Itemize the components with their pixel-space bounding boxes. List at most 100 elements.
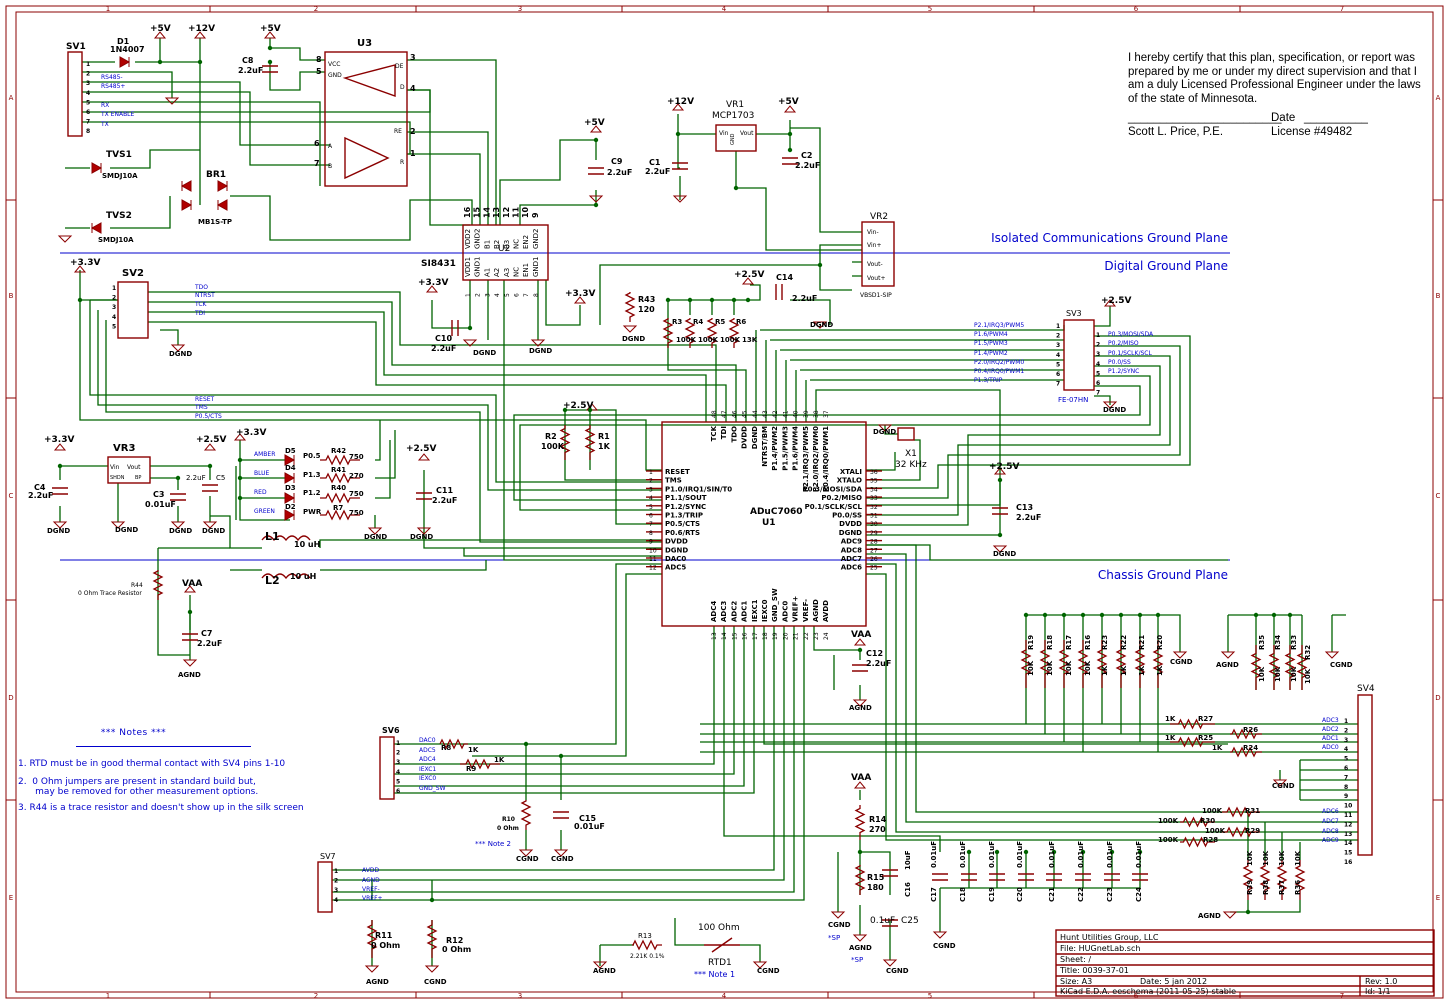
component-label: C10	[435, 334, 452, 343]
component-label: 2.2uF	[792, 294, 817, 303]
diodes	[90, 56, 296, 521]
component-label: C2	[801, 151, 812, 160]
u1-pin-name: P1.0/IRQ1/SIN/T0	[665, 485, 732, 493]
wire-48	[1300, 759, 1358, 801]
ground-symbol	[622, 325, 638, 333]
tb-file: File: HUGnetLab.sch	[1060, 944, 1140, 953]
component-label: VR2	[870, 212, 888, 222]
component-label: SV6	[382, 726, 400, 735]
ground-symbol	[110, 521, 126, 529]
capacitor	[553, 811, 569, 819]
wire-12	[79, 270, 662, 471]
u1-pin-name: DVDD	[741, 426, 749, 449]
resistor	[320, 509, 360, 521]
component-label: 100 Ohm	[698, 923, 740, 933]
component-value: R21	[1138, 635, 1146, 650]
resistor	[1296, 645, 1308, 690]
component-label: R15	[867, 873, 885, 882]
u1-pin-name: TCK	[710, 425, 718, 441]
junction-dot	[175, 475, 181, 481]
u1-pin-name: IEXC1	[751, 599, 759, 622]
component-label: VAA	[851, 773, 871, 783]
u1-pin-number: 13	[711, 632, 718, 640]
u1-pin-number: 33	[870, 495, 878, 502]
ground-label: CGND	[933, 942, 956, 950]
capacitor	[672, 162, 688, 170]
diode	[284, 454, 296, 466]
component-label: SI8431	[421, 259, 456, 269]
label: SHDN	[110, 475, 125, 481]
power-symbol	[193, 31, 207, 39]
component-value: R40	[331, 484, 346, 492]
component-value: 100K	[1202, 807, 1223, 815]
u1-pin-number: 43	[762, 410, 769, 418]
ground-label: DGND	[202, 527, 225, 535]
u1-pin-name: ADC2	[730, 601, 738, 622]
junction-dot	[1023, 849, 1029, 855]
component-value: 270	[349, 472, 364, 480]
component-value: 10K	[1304, 668, 1312, 684]
component-label: *** Note 2	[475, 840, 511, 848]
sv4-pin-number: 12	[1344, 821, 1352, 828]
wire-18	[760, 299, 1065, 361]
u1-pin-name: P2.0/IRQ2/PWM0	[812, 426, 820, 492]
frame-row-label: C	[9, 492, 14, 500]
component-value: 10K	[1274, 666, 1282, 682]
component-label: +5V	[584, 118, 605, 128]
junction-dot	[1080, 612, 1086, 618]
wire-15	[89, 299, 662, 491]
ground-label: AGND	[849, 704, 872, 712]
net-label: P2.1/IRQ3/PWM5	[974, 322, 1024, 329]
resistor	[1077, 640, 1089, 688]
component-label: +12V	[667, 97, 694, 107]
wire-19	[755, 330, 1064, 422]
sv4-pin-number: 2	[1344, 727, 1348, 734]
junction-dot	[709, 297, 715, 303]
ground-label: DGND	[873, 428, 896, 436]
net-label: ADC4	[419, 756, 436, 763]
label: Vout	[127, 464, 141, 471]
u1-pin-name: VREF+	[792, 596, 800, 622]
component-value: C17	[930, 887, 938, 902]
net-label: TCK	[194, 301, 208, 308]
component-label: VR3	[113, 443, 135, 454]
capacitor	[262, 65, 278, 73]
power-symbol	[263, 31, 277, 39]
u1-pin-name: P0.0/SS	[832, 512, 862, 520]
u1-pin-name: ADC3	[720, 601, 728, 622]
component-value: D4	[285, 464, 296, 472]
power-symbol	[417, 453, 431, 461]
junction-dot	[523, 741, 529, 747]
sv3-pin-number: 7	[1056, 381, 1060, 388]
component-label: +5V	[260, 24, 281, 34]
junction-dot	[57, 463, 63, 469]
resistor	[1115, 640, 1127, 688]
diode	[180, 180, 192, 192]
power-symbol	[425, 285, 439, 293]
capacitor	[932, 873, 948, 881]
component-value: R31	[1245, 807, 1260, 815]
component-value: 0.01uF	[1106, 841, 1114, 868]
u1-pin-number: 21	[793, 632, 800, 640]
resistor	[1242, 860, 1254, 900]
component-value: R32	[1304, 645, 1312, 660]
wire-41	[866, 553, 1358, 841]
component-label: 120	[638, 305, 655, 314]
component-label: R2	[545, 432, 557, 441]
wire-17	[667, 284, 761, 422]
u2-pin-number: 11	[512, 206, 521, 218]
component-value: 0.01uF	[1016, 841, 1024, 868]
junction-dot	[857, 647, 863, 653]
wire-28	[423, 470, 662, 557]
wire-51	[1230, 900, 1301, 913]
component-label: 2.21K 0.1%	[630, 953, 665, 960]
component-value: R4	[693, 318, 703, 326]
components	[67, 51, 1435, 997]
u2-pin-number: 2	[475, 293, 482, 297]
u3-pin-name: GND	[328, 72, 342, 79]
ground-symbol	[992, 545, 1008, 553]
ground-label: DGND	[169, 527, 192, 535]
component-label: MB1S-TP	[198, 218, 232, 226]
resistor	[1096, 640, 1108, 688]
component-label: 2.2uF	[1016, 513, 1041, 522]
